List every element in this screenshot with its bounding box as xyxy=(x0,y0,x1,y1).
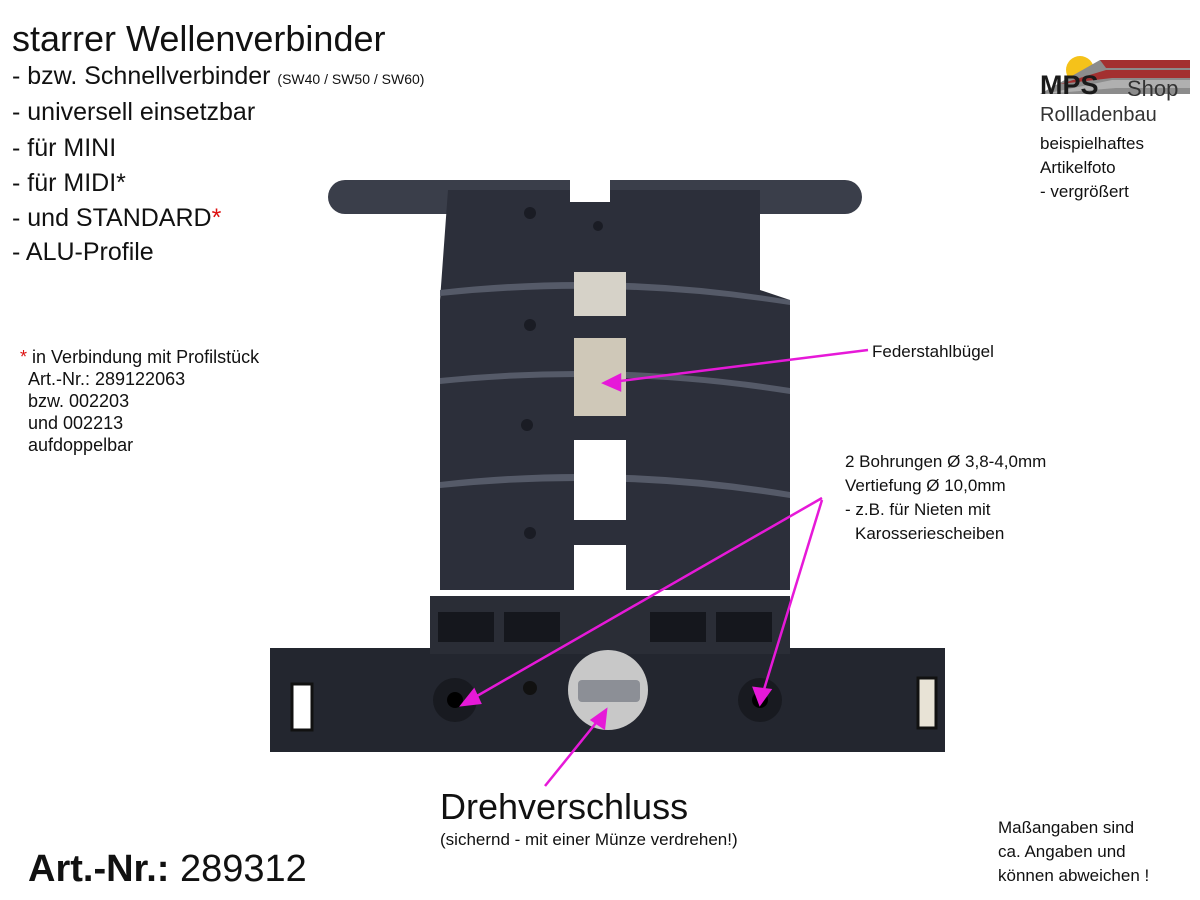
feature-item: - ALU-Profile xyxy=(12,238,154,266)
slot-window xyxy=(574,272,626,316)
slot-window xyxy=(574,440,626,520)
slot-window xyxy=(574,545,626,601)
article-number: Art.-Nr.: 289312 xyxy=(28,848,307,891)
star-mark: * xyxy=(211,204,222,232)
mps-logo-roof-icon xyxy=(1040,56,1190,94)
footnote-line: und 002213 xyxy=(28,413,124,433)
logo-name: MPS xyxy=(1040,70,1099,100)
callout-line: - z.B. für Nieten mit xyxy=(845,500,991,519)
arrow xyxy=(760,499,824,697)
twist-lock-title: Drehverschluss xyxy=(440,786,689,827)
feature-item: - für MIDI* xyxy=(12,169,126,197)
footnote-line: bzw. 002203 xyxy=(28,391,130,411)
photo-note-line: Artikelfoto xyxy=(1040,158,1116,177)
product-title: starrer Wellenverbinder xyxy=(12,18,386,59)
photo-note-line: beispielhaftes xyxy=(1040,134,1144,153)
logo-subtitle: Rollladenbau xyxy=(1040,104,1157,126)
footnote-line: aufdoppelbar xyxy=(28,435,134,455)
disclaimer-line: können abweichen ! xyxy=(998,866,1150,885)
callout-line: Karosseriescheiben xyxy=(855,524,1005,543)
photo-note: beispielhaftes Artikelfoto - vergrößert xyxy=(1040,132,1144,204)
arrow xyxy=(611,348,869,384)
feature-text: - bzw. Schnellverbinder xyxy=(12,62,271,90)
article-value: 289312 xyxy=(180,848,307,890)
star-mark: * xyxy=(20,347,28,367)
footnote-line: Art.-Nr.: 289122063 xyxy=(28,369,186,389)
photo-note-line: - vergrößert xyxy=(1040,182,1129,201)
feature-item: - universell einsetzbar xyxy=(12,98,256,126)
feature-item: - und STANDARD* xyxy=(12,202,221,234)
article-label: Art.-Nr.: xyxy=(28,848,170,890)
disclaimer-line: Maßangaben sind xyxy=(998,818,1135,837)
feature-item: - für MINI xyxy=(12,134,117,162)
disclaimer: Maßangaben sind ca. Angaben und können a… xyxy=(998,816,1149,888)
callout-spring-clip: Federstahlbügel xyxy=(872,342,994,361)
callout-line: 2 Bohrungen Ø 3,8-4,0mm xyxy=(845,452,1047,471)
arrow xyxy=(544,717,601,787)
feature-item: - bzw. Schnellverbinder (SW40 / SW50 / S… xyxy=(12,60,424,95)
feature-sizes: (SW40 / SW50 / SW60) xyxy=(277,71,425,87)
footnote: * in Verbindung mit Profilstück Art.-Nr.… xyxy=(20,346,259,456)
callout-holes: 2 Bohrungen Ø 3,8-4,0mm Vertiefung Ø 10,… xyxy=(845,450,1046,546)
feature-text: - und STANDARD xyxy=(12,204,212,232)
disclaimer-line: ca. Angaben und xyxy=(998,842,1126,861)
twist-lock-note: (sichernd - mit einer Münze verdrehen!) xyxy=(440,830,738,849)
footnote-line: in Verbindung mit Profilstück xyxy=(32,347,260,367)
arrow xyxy=(469,496,823,702)
callout-line: Vertiefung Ø 10,0mm xyxy=(845,476,1006,495)
logo-shop: Shop xyxy=(1127,76,1179,101)
